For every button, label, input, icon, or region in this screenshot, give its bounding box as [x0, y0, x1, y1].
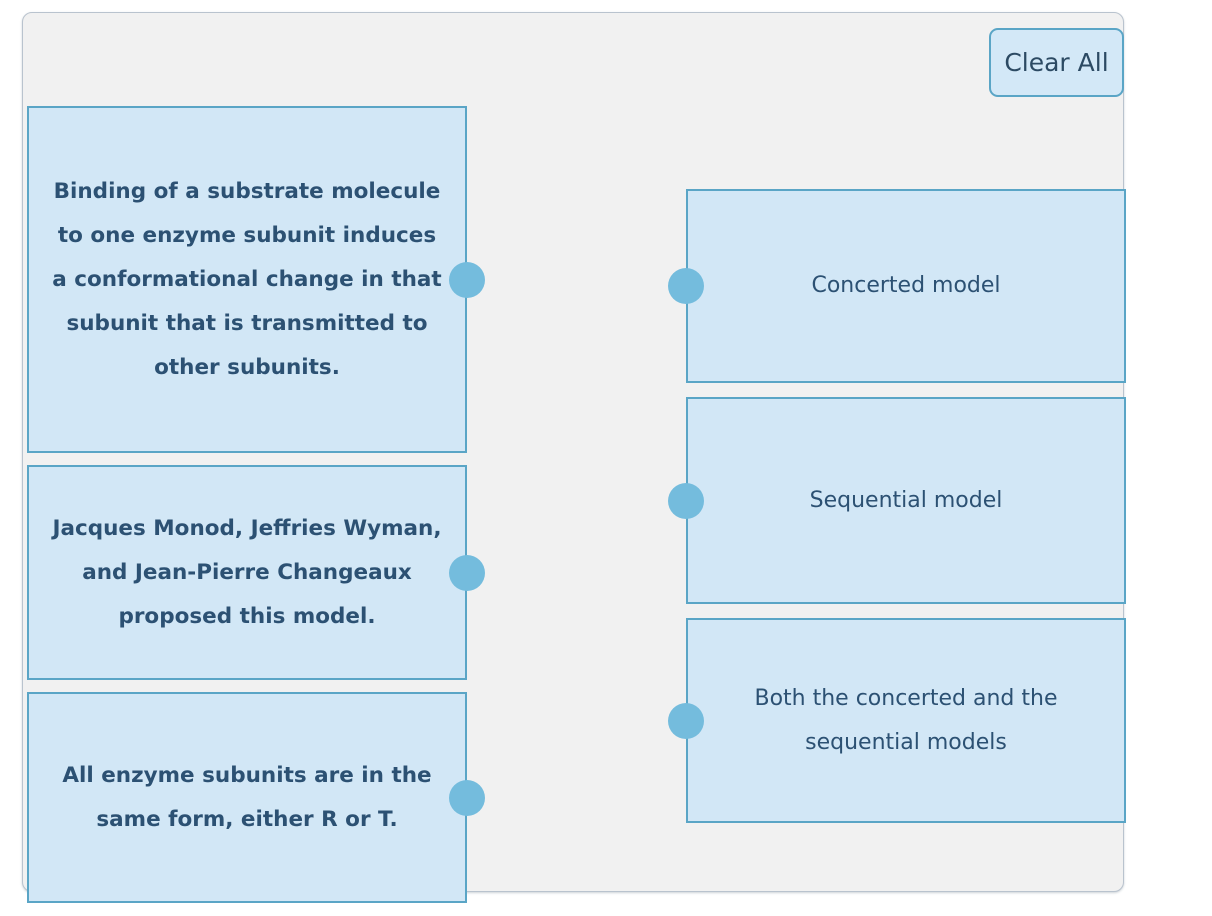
connector-knob-icon[interactable] — [668, 268, 704, 304]
prompt-card-label: All enzyme subunits are in the same form… — [62, 762, 432, 832]
clear-all-button[interactable]: Clear All — [989, 28, 1124, 97]
prompt-column: Binding of a substrate molecule to one e… — [27, 106, 485, 915]
target-card[interactable]: Both the concerted and the sequential mo… — [668, 618, 1126, 823]
matching-exercise-panel: Clear All Binding of a substrate molecul… — [22, 12, 1126, 903]
target-card-label: Concerted model — [811, 273, 1001, 298]
target-card-label: Both the concerted and the sequential mo… — [754, 685, 1058, 755]
connector-knob-icon[interactable] — [449, 779, 485, 816]
target-card[interactable]: Sequential model — [668, 397, 1126, 604]
target-card[interactable]: Concerted model — [668, 189, 1126, 383]
connector-knob-icon[interactable] — [449, 554, 485, 591]
prompt-card-label: Binding of a substrate molecule to one e… — [52, 178, 442, 380]
connector-knob-icon[interactable] — [668, 482, 704, 519]
connector-knob-icon[interactable] — [449, 261, 485, 298]
target-card-label: Sequential model — [809, 487, 1003, 513]
prompt-card[interactable]: Binding of a substrate molecule to one e… — [27, 106, 485, 453]
connector-knob-icon[interactable] — [668, 702, 704, 739]
prompt-card-label: Jacques Monod, Jeffries Wyman, and Jean-… — [52, 515, 442, 629]
prompt-card[interactable]: Jacques Monod, Jeffries Wyman, and Jean-… — [27, 465, 485, 680]
prompt-card[interactable]: All enzyme subunits are in the same form… — [27, 692, 485, 903]
target-column: Concerted model Sequential model Both th… — [668, 189, 1126, 837]
